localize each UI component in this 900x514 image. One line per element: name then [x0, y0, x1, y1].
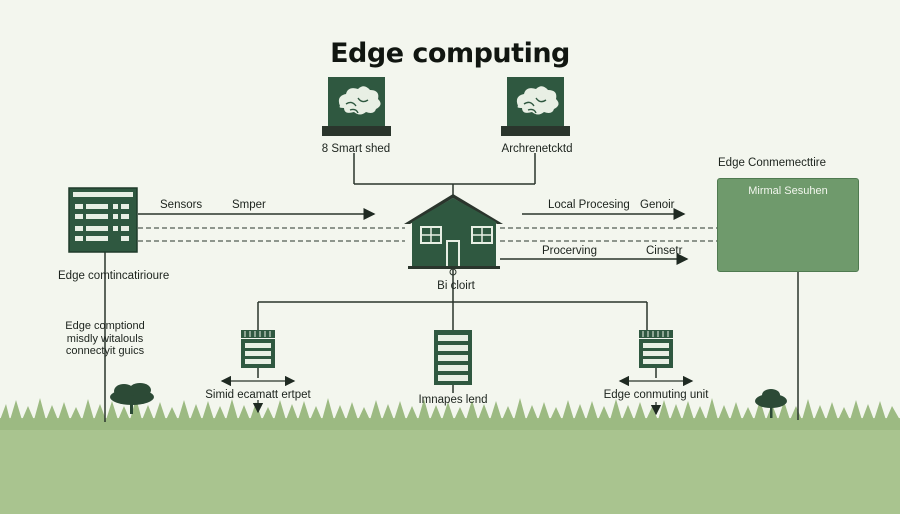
house-icon [404, 194, 503, 276]
grass-ground [0, 398, 900, 514]
edge-notes: Edge comptiond misdly witalouls connecty… [20, 320, 190, 358]
house-label: Bi cloirt [437, 280, 475, 292]
cloud-brain-server-icon [322, 77, 391, 136]
smper-label: Smper [232, 199, 266, 211]
minimal-session-panel: Mirmal Sesuhen [717, 178, 859, 272]
processing-label: Procerving [542, 245, 597, 257]
left-unit-label: Simid ecamatt ertpet [205, 389, 311, 401]
panel-title: Mirmal Sesuhen [748, 185, 828, 197]
genoir-label: Genoir [640, 199, 675, 211]
note-line: Edge comptiond [65, 320, 145, 332]
right-unit-label: Edge conmuting unit [603, 389, 709, 401]
middle-unit-label: Imnapes lend [418, 394, 488, 406]
smart-shed-label: 8 Smart shed [321, 143, 391, 155]
architecture-label: Archrenetcktd [501, 143, 573, 155]
server-rack-icon [618, 330, 694, 416]
server-rack-icon [220, 330, 296, 414]
tree-icon [110, 383, 154, 414]
sensors-label: Sensors [160, 199, 203, 211]
note-line: misdly witalouls [66, 332, 144, 345]
diagram-title: Edge computing [330, 38, 570, 69]
tree-icon [755, 389, 787, 418]
cloud-brain-server-icon [501, 77, 570, 136]
local-processing-label: Local Procesing [548, 199, 630, 211]
edge-device-label: Edge comtincatirioure [58, 270, 170, 282]
edge-connector-header: Edge Conmemecttire [718, 157, 827, 169]
note-line: connectyit guics [65, 345, 145, 357]
server-rack-icon [434, 330, 472, 393]
edge-device-panel-icon [68, 187, 138, 253]
cinsetr-label: Cinsetr [646, 245, 683, 257]
